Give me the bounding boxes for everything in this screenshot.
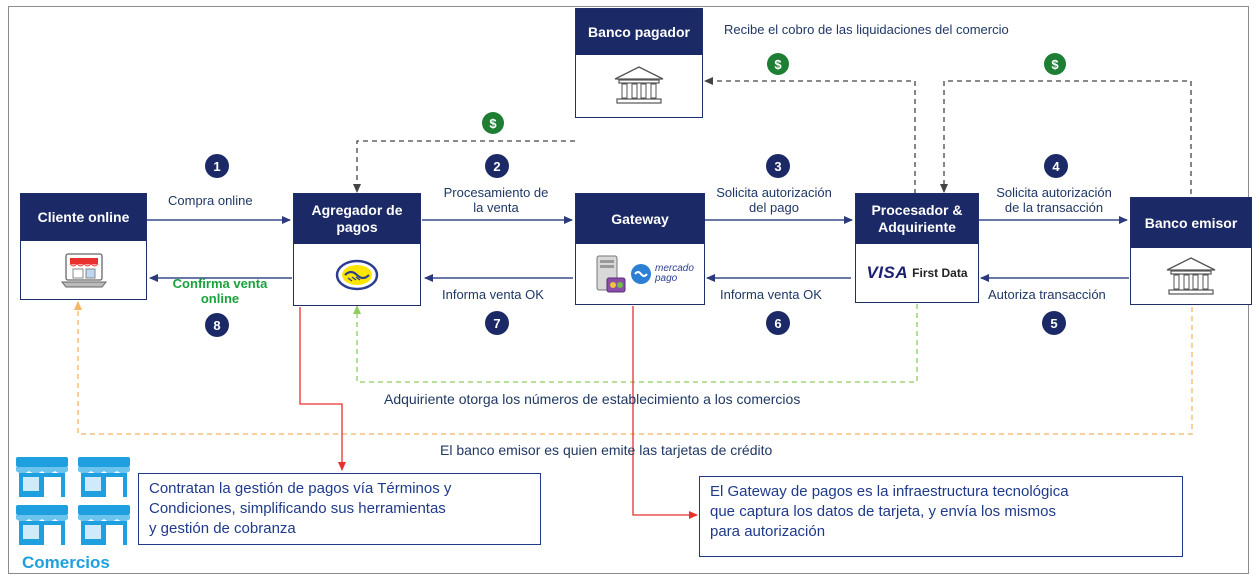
adquiriente-annotation: Adquiriente otorga los números de establ… (384, 391, 801, 407)
step-2-label: Procesamiento de la venta (432, 185, 560, 215)
step-1-label: Compra online (168, 193, 253, 208)
settlement-procesador-to-pagador (704, 77, 916, 194)
actor-title: Gateway (576, 194, 704, 244)
store-icon (16, 457, 130, 545)
dollar-coin-icon: $ (482, 112, 504, 134)
comercios-store-icons (14, 455, 134, 551)
processor-brands: VISA First Data (856, 244, 978, 302)
gateway-logos: mercado pago (576, 244, 704, 304)
pagador-annotation: Recibe el cobro de las liquidaciones del… (724, 22, 1009, 37)
actor-title: Banco emisor (1131, 198, 1251, 248)
note-line: El Gateway de pagos es la infraestructur… (710, 483, 1069, 500)
actor-title: Agregador de pagos (294, 194, 420, 244)
gateway-note-box: El Gateway de pagos es la infraestructur… (699, 476, 1183, 557)
mercadopago-logo-icon (631, 264, 651, 284)
server-icon (596, 255, 626, 293)
step-4-label-line1: Solicita autorización (996, 185, 1112, 200)
settlement-emisor-to-procesador (940, 80, 1192, 194)
firstdata-logo: First Data (912, 266, 968, 280)
note-line: y gestión de cobranza (149, 520, 296, 537)
bank-icon (576, 55, 702, 115)
step-number-1: 1 (205, 154, 229, 178)
note-line: para autorización (710, 523, 826, 540)
step-8-label-line2: online (200, 291, 240, 306)
step-5-label: Autoriza transacción (988, 287, 1106, 302)
note-line: que captura los datos de tarjeta, y enví… (710, 503, 1057, 520)
callout-gateway-to-note (632, 306, 698, 519)
actor-banco-emisor: Banco emisor (1130, 197, 1252, 305)
step-8-label-line1: Confirma venta (172, 276, 268, 291)
settlement-pagador-to-agregador (353, 140, 575, 193)
step-4-label-line2: de la transacción (1004, 200, 1104, 215)
visa-logo: VISA (866, 263, 909, 282)
actor-cliente-online: Cliente online (20, 193, 147, 300)
actor-procesador-adquiriente: Procesador & Adquiriente VISA First Data (855, 193, 979, 303)
comercios-note-box: Contratan la gestión de pagos vía Términ… (138, 473, 541, 545)
dollar-coin-icon: $ (767, 53, 789, 75)
step-8-label: Confirma venta online (160, 276, 280, 306)
actor-title: Cliente online (21, 194, 146, 241)
step-2-label-line1: Procesamiento de (443, 185, 549, 200)
step-number-6: 6 (766, 311, 790, 335)
acquirer-merchant-path (353, 304, 918, 383)
step-3-label-line2: del pago (749, 200, 799, 215)
step-number-2: 2 (485, 154, 509, 178)
actor-title: Procesador & Adquiriente (856, 194, 978, 244)
dollar-coin-icon: $ (1044, 53, 1066, 75)
step-number-7: 7 (485, 311, 509, 335)
step-3-label-line1: Solicita autorización (716, 185, 832, 200)
actor-gateway: Gateway mercado pago (575, 193, 705, 305)
step-6-label: Informa venta OK (720, 287, 822, 302)
step-number-3: 3 (766, 154, 790, 178)
note-line: Contratan la gestión de pagos vía Términ… (149, 480, 452, 497)
actor-title: Banco pagador (576, 9, 702, 55)
mercadopago-logo-text: mercado pago (655, 263, 694, 284)
comercios-label: Comercios (22, 553, 110, 572)
online-store-icon (21, 241, 146, 299)
emisor-annotation: El banco emisor es quien emite las tarje… (440, 442, 773, 458)
step-7-label: Informa venta OK (442, 287, 544, 302)
step-number-5: 5 (1042, 311, 1066, 335)
bank-icon (1131, 248, 1251, 304)
actor-agregador-pagos: Agregador de pagos (293, 193, 421, 306)
actor-banco-pagador: Banco pagador (575, 8, 703, 118)
callout-agregador-to-note (299, 307, 346, 471)
step-number-4: 4 (1044, 154, 1068, 178)
step-3-label: Solicita autorización del pago (704, 185, 844, 215)
step-number-8: 8 (205, 313, 229, 337)
step-2-label-line2: la venta (473, 200, 519, 215)
issuer-card-path (74, 301, 1193, 435)
step-4-label: Solicita autorización de la transacción (984, 185, 1124, 215)
handshake-logo-icon (294, 244, 420, 306)
note-line: Condiciones, simplificando sus herramien… (149, 500, 446, 517)
